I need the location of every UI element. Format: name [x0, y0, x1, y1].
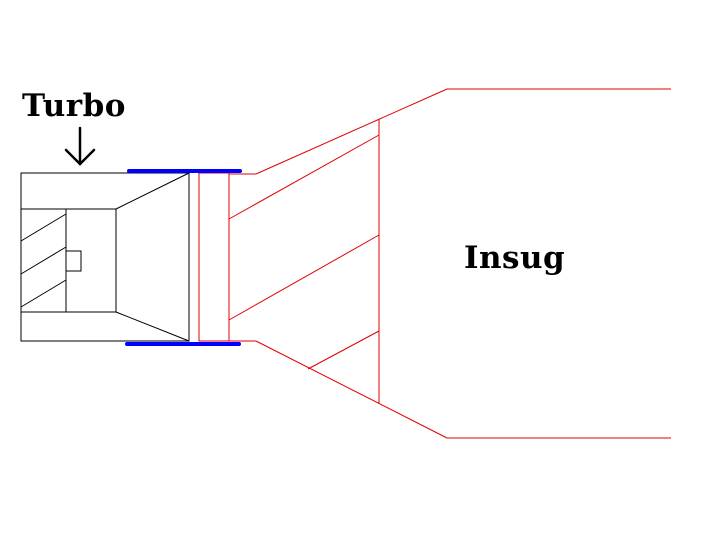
- coupling-sleeve: [198, 172, 230, 342]
- intake-hatch-3: [307, 330, 380, 370]
- turbo-small-square: [65, 250, 82, 272]
- turbo-label: Turbo: [22, 88, 126, 124]
- turbo-housing: [20, 172, 190, 342]
- intake-label: Insug: [464, 240, 566, 276]
- intake-top-flare: [255, 88, 448, 175]
- turbo-hatch-1: [20, 213, 67, 242]
- intake-pipe: [198, 88, 671, 439]
- intake-bottom-flare: [255, 340, 448, 439]
- turbo-taper-bottom: [115, 311, 190, 342]
- turbo-hatch-3: [20, 279, 67, 308]
- turbo-taper-top: [115, 172, 190, 210]
- hose-clamps: [125, 169, 242, 346]
- turbo-outer-body: [20, 172, 190, 342]
- turbo-arrow-icon: [64, 126, 96, 166]
- intake-hatch-2: [228, 234, 380, 321]
- intake-hatch-1: [228, 134, 380, 220]
- turbo-inner-block: [20, 208, 117, 313]
- turbo-hatch-2: [20, 246, 67, 275]
